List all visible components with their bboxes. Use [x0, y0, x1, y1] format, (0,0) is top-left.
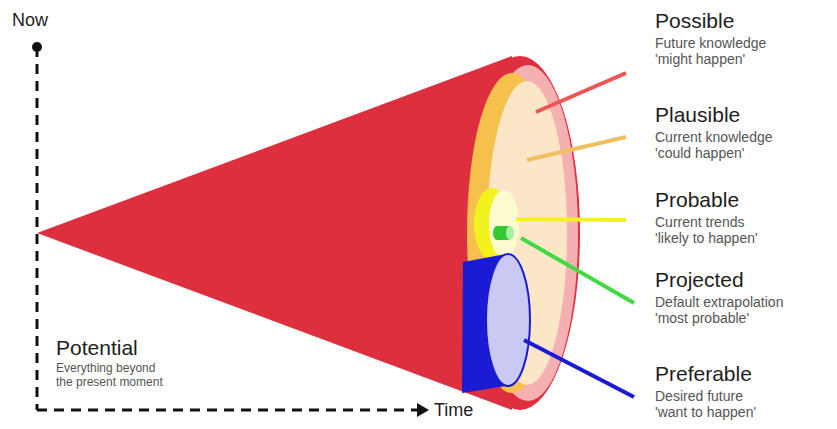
heading-label: Projected [655, 268, 744, 292]
now-dot [32, 42, 42, 52]
description-text: Current knowledge 'could happen' [655, 129, 793, 161]
leader-line [536, 73, 626, 112]
heading-label: Probable [655, 188, 739, 212]
time-arrowhead [417, 403, 429, 417]
description-text: Everything beyond the present moment [56, 361, 170, 389]
leader-line [527, 137, 626, 160]
leader-line [516, 219, 626, 220]
cone-face [460, 56, 580, 410]
description-text: Default extrapolation 'most probable' [655, 294, 810, 326]
axis-label: Time [434, 400, 473, 420]
description-text: Future knowledge 'might happen' [655, 35, 787, 67]
leader-line [524, 340, 634, 397]
potential-cone [37, 56, 512, 410]
projected-region [506, 226, 514, 240]
preferable-region [486, 254, 530, 386]
time-axis [37, 409, 418, 412]
axis-label: Now [12, 10, 48, 30]
heading-label: Potential [56, 336, 138, 360]
now-axis [36, 47, 39, 410]
probable-region [489, 190, 519, 258]
heading-label: Possible [655, 9, 734, 33]
heading-label: Preferable [655, 362, 752, 386]
projected-cylinder-back [493, 226, 501, 240]
description-text: Desired future 'want to happen' [655, 388, 777, 420]
description-text: Current trends 'likely to happen' [655, 214, 777, 246]
leader-line [521, 238, 634, 303]
heading-label: Plausible [655, 103, 740, 127]
